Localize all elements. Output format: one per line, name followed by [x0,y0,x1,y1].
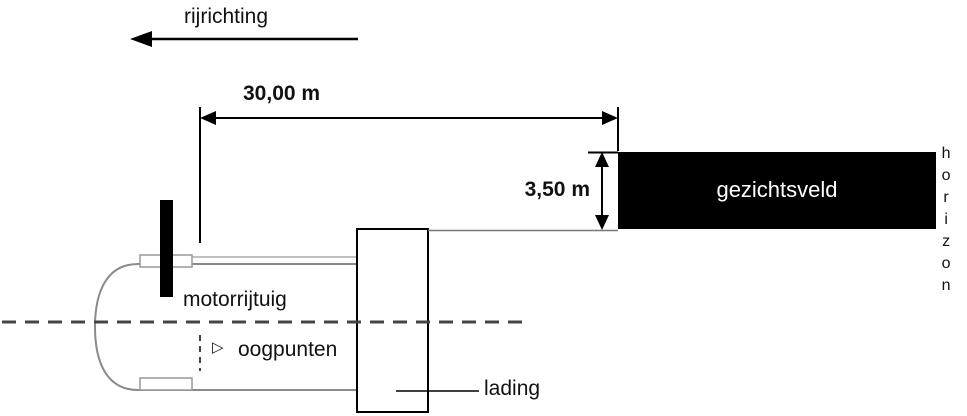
direction-arrow-icon [130,31,358,47]
field-of-view-label: gezichtsveld [716,177,838,203]
vehicle-label: motorrijtuig [183,288,287,311]
height-dimension-label: 3,50 m [524,178,590,201]
load-label: lading [484,377,541,400]
vehicle-outline [93,254,360,391]
direction-label: rijrichting [184,5,269,28]
eye-point-triangle-icon: ▷ [212,339,224,356]
mirror-bar [160,200,173,297]
field-of-view-box [618,152,936,229]
mirror-bracket-bottom [139,377,193,391]
height-dimension [588,151,618,230]
horizon-label: horizon [937,145,955,299]
distance-dimension-label: 30,00 m [243,82,321,105]
eye-points-label: oogpunten [238,338,338,361]
distance-dimension [199,107,619,243]
